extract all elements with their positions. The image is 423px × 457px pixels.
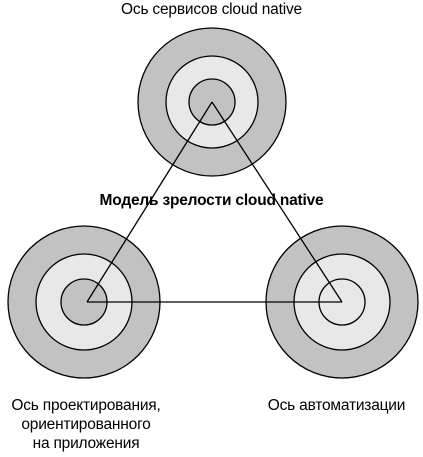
design-axis-label: Ось проектирования, ориентированного на … (0, 396, 172, 453)
diagram-title: Модель зрелости cloud native (99, 192, 324, 209)
design-axis-label-line-3: на приложения (32, 435, 140, 452)
services-axis-label: Ось сервисов cloud native (121, 1, 302, 18)
design-axis-label-line-1: Ось проектирования, (11, 397, 161, 414)
connecting-triangle (86, 101, 343, 303)
automation-axis-label: Ось автоматизации (267, 397, 406, 414)
design-axis-label-line-2: ориентированного (21, 416, 151, 433)
edge-top-left (86, 101, 213, 303)
edge-top-right (211, 101, 343, 303)
